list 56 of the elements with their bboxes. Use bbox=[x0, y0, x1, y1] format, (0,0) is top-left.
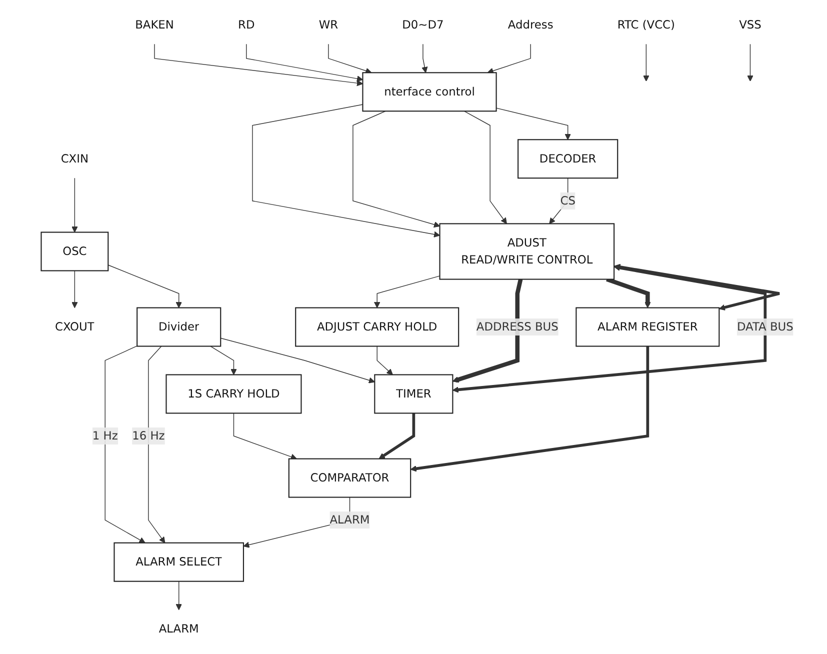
node-text: BAKEN bbox=[135, 18, 174, 32]
edge-label: DATA BUS bbox=[736, 320, 794, 334]
arrow bbox=[452, 264, 767, 393]
node-box: 1S CARRY HOLD bbox=[166, 374, 302, 414]
edge-label: ALARM bbox=[330, 512, 370, 526]
arrow bbox=[328, 44, 372, 74]
arrow bbox=[154, 44, 363, 86]
arrow bbox=[374, 276, 440, 308]
arrow bbox=[220, 338, 375, 384]
arrow bbox=[72, 178, 78, 233]
node-text: RTC (VCC) bbox=[617, 18, 675, 32]
node-box: Divider bbox=[136, 307, 222, 347]
arrow bbox=[72, 270, 78, 308]
arrow bbox=[252, 104, 440, 238]
node-box: OSC bbox=[40, 232, 109, 272]
arrow bbox=[378, 413, 416, 460]
arrow bbox=[108, 264, 182, 308]
arrow bbox=[452, 278, 523, 383]
arrow bbox=[614, 264, 781, 310]
node-box: ADUST READ/WRITE CONTROL bbox=[439, 223, 615, 280]
arrow bbox=[549, 178, 568, 224]
edge-label: ADDRESS BUS bbox=[476, 320, 558, 334]
arrow bbox=[747, 44, 754, 82]
node-text: WR bbox=[318, 18, 338, 32]
node-box: nterface control bbox=[362, 72, 497, 112]
arrow bbox=[148, 346, 166, 544]
arrow bbox=[210, 346, 237, 376]
arrow bbox=[352, 110, 440, 228]
node-box: ALARM REGISTER bbox=[576, 307, 720, 347]
arrow bbox=[643, 44, 650, 82]
arrow bbox=[176, 580, 182, 610]
node-box: COMPARATOR bbox=[288, 458, 412, 498]
node-box: ADJUST CARRY HOLD bbox=[295, 307, 460, 347]
arrow bbox=[487, 44, 531, 74]
node-text: ALARM bbox=[158, 622, 199, 636]
node-text: RD bbox=[238, 18, 255, 32]
arrow bbox=[606, 277, 651, 308]
arrow bbox=[496, 108, 571, 140]
arrow bbox=[464, 110, 507, 224]
arrow bbox=[422, 44, 428, 73]
node-text: D0~D7 bbox=[402, 18, 444, 32]
arrow bbox=[376, 346, 393, 376]
arrow bbox=[233, 412, 297, 460]
edge-label: CS bbox=[560, 194, 576, 208]
node-box: ALARM SELECT bbox=[114, 542, 244, 582]
node-box: DECODER bbox=[518, 139, 618, 179]
node-text: VSS bbox=[739, 18, 762, 32]
node-text: CXIN bbox=[60, 152, 89, 166]
edge-label: 1 Hz bbox=[92, 428, 118, 442]
arrow bbox=[246, 44, 363, 82]
node-text: Address bbox=[508, 18, 554, 32]
arrow bbox=[410, 346, 650, 472]
node-text: CXOUT bbox=[55, 320, 94, 334]
node-box: TIMER bbox=[374, 374, 454, 414]
edge-label: 16 Hz bbox=[132, 428, 165, 442]
arrow bbox=[104, 346, 146, 544]
